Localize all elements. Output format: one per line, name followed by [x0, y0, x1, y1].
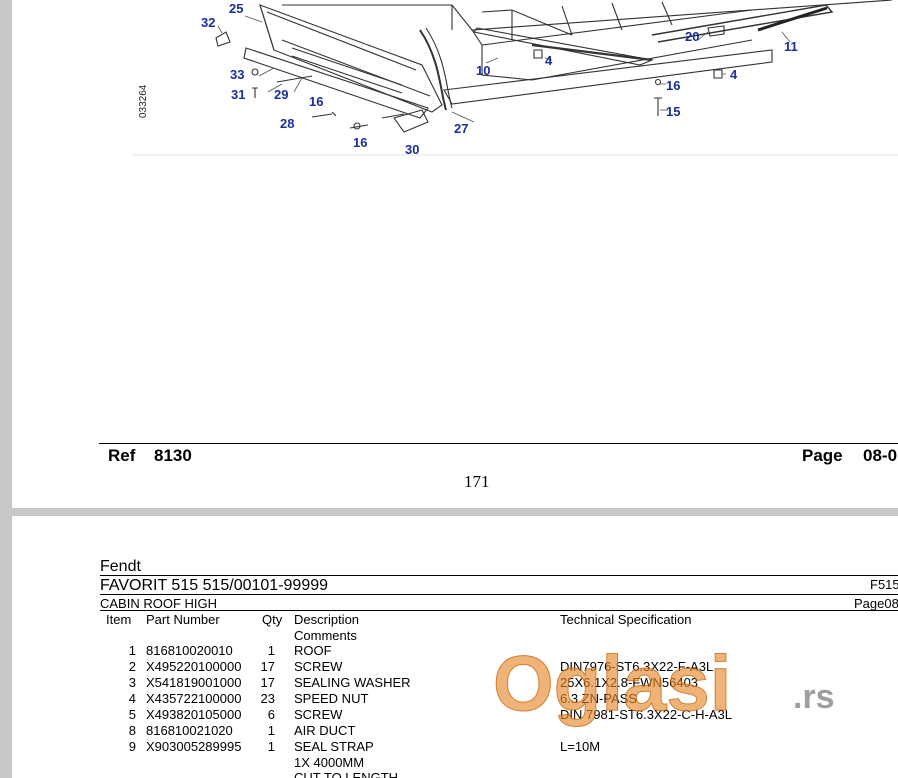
document-page-172: Fendt FAVORIT 515 515/00101-99999 F515 C… — [12, 516, 898, 778]
cell-qty: 1 — [267, 739, 275, 754]
footer-rule — [99, 443, 898, 444]
page-code: Page08 — [854, 596, 898, 611]
callout-15: 15 — [666, 104, 681, 119]
document-page-171: 033264 25 32 33 31 29 16 28 16 30 27 10 … — [12, 0, 898, 508]
callout-4-a: 4 — [545, 53, 553, 68]
cell-description: SCREW — [294, 659, 343, 674]
callout-31: 31 — [231, 87, 246, 102]
header-rule-3 — [100, 610, 898, 611]
cell-description: SPEED NUT — [294, 691, 369, 706]
cell-part-number: X493820105000 — [146, 707, 242, 722]
table-row: 3 X541819001000 17 SEALING WASHER 25X6.1… — [100, 675, 898, 691]
cell-item: 9 — [128, 739, 136, 754]
group-title: CABIN ROOF HIGH — [100, 596, 218, 611]
cell-qty: 1 — [267, 643, 275, 658]
cell-qty: 1 — [267, 723, 275, 738]
callout-28: 28 — [280, 116, 295, 131]
table-row: 5 X493820105000 6 SCREW DIN 7981-ST6.3X2… — [100, 707, 898, 723]
cell-tech-spec: L=10M — [560, 739, 601, 754]
cell-tech-spec: 25X6.1X2.8-FWN56403 — [560, 675, 699, 690]
callout-10: 10 — [476, 63, 491, 78]
callout-27: 27 — [454, 121, 469, 136]
cell-comment: 1X 4000MM — [294, 755, 365, 770]
table-row: 2 X495220100000 17 SCREW DIN7976-ST6.3X2… — [100, 659, 898, 675]
cell-qty: 17 — [260, 659, 275, 674]
brand-name: Fendt — [100, 558, 141, 575]
cell-tech-spec: 6.3 ZN-PASS — [560, 691, 638, 706]
ref-label: Ref — [108, 446, 136, 465]
callout-20: 20 — [685, 29, 700, 44]
table-row: 8 816810021020 1 AIR DUCT — [100, 723, 898, 739]
viewer-left-rail — [0, 0, 12, 778]
cell-part-number: 816810020010 — [146, 643, 233, 658]
table-header-comments: Comments — [100, 628, 898, 644]
col-header-tech-spec: Technical Specification — [560, 612, 692, 627]
cell-qty: 6 — [267, 707, 275, 722]
table-row: 1 816810020010 1 ROOF — [100, 643, 898, 659]
table-row-comment: 1X 4000MM — [100, 755, 898, 771]
page-label: Page — [802, 446, 843, 465]
col-header-part-number: Part Number — [146, 612, 220, 627]
cell-description: SCREW — [294, 707, 343, 722]
model-code: F515 — [870, 577, 898, 592]
col-header-item: Item — [106, 612, 132, 627]
table-row-comment: CUT TO LENGTH — [100, 770, 898, 778]
cell-part-number: X495220100000 — [146, 659, 242, 674]
cell-tech-spec: DIN 7981-ST6.3X22-C-H-A3L — [560, 707, 732, 722]
cell-description: SEALING WASHER — [294, 675, 411, 690]
drawing-id: 033264 — [138, 84, 149, 118]
model-title: FAVORIT 515 515/00101-99999 — [100, 577, 329, 594]
callout-30: 30 — [405, 142, 420, 157]
table-row: 9 X903005289995 1 SEAL STRAP L=10M — [100, 739, 898, 755]
cell-comment: CUT TO LENGTH — [294, 770, 399, 778]
col-header-qty: Qty — [262, 612, 283, 627]
cell-item: 4 — [128, 691, 136, 706]
cell-part-number: X903005289995 — [146, 739, 242, 754]
page-value: 08-0 — [863, 446, 898, 465]
cell-item: 2 — [128, 659, 136, 674]
cell-description: ROOF — [294, 643, 332, 658]
cell-part-number: X435722100000 — [146, 691, 242, 706]
callout-16-b: 16 — [353, 135, 368, 150]
col-header-description: Description — [294, 612, 360, 627]
cell-description: AIR DUCT — [294, 723, 356, 738]
exploded-parts-diagram — [132, 0, 898, 156]
header-rule-2 — [100, 594, 898, 595]
callout-33: 33 — [230, 67, 245, 82]
cell-item: 5 — [128, 707, 136, 722]
table-header: Item Part Number Qty Description Technic… — [100, 612, 898, 628]
cell-item: 3 — [128, 675, 136, 690]
cell-tech-spec: DIN7976-ST6.3X22-F-A3L — [560, 659, 714, 674]
table-row: 4 X435722100000 23 SPEED NUT 6.3 ZN-PASS — [100, 691, 898, 707]
callout-16-a: 16 — [309, 94, 324, 109]
callout-16-c: 16 — [666, 78, 681, 93]
cell-item: 8 — [128, 723, 136, 738]
callout-4-b: 4 — [730, 67, 738, 82]
cell-description: SEAL STRAP — [294, 739, 374, 754]
ref-value: 8130 — [154, 446, 192, 465]
page-number: 171 — [464, 472, 490, 491]
callout-11: 11 — [784, 39, 798, 54]
callout-29: 29 — [274, 87, 289, 102]
cell-qty: 23 — [260, 691, 275, 706]
cell-part-number: X541819001000 — [146, 675, 242, 690]
callout-32: 32 — [201, 15, 216, 30]
callout-25: 25 — [229, 1, 244, 16]
col-header-comments: Comments — [294, 628, 357, 643]
cell-qty: 17 — [260, 675, 275, 690]
header-rule-1 — [100, 575, 898, 576]
cell-part-number: 816810021020 — [146, 723, 233, 738]
cell-item: 1 — [128, 643, 136, 658]
